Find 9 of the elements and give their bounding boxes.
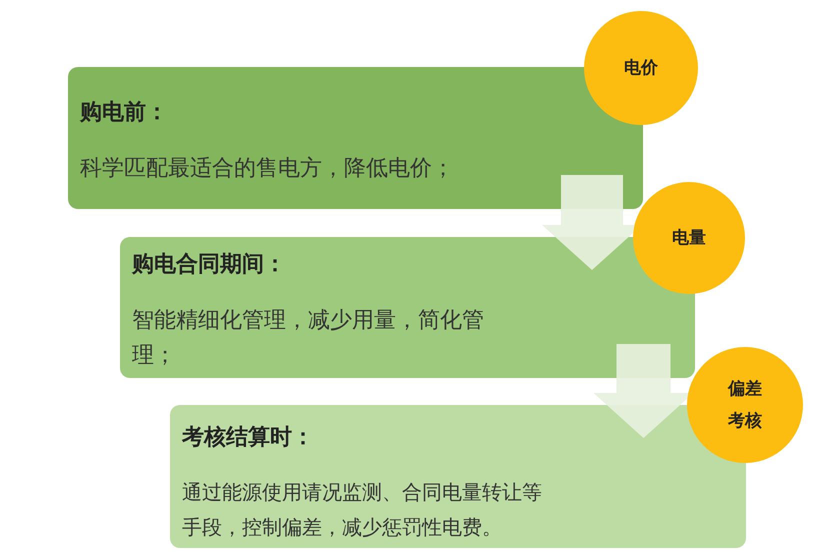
- stage-heading: 购电合同期间：: [132, 251, 286, 279]
- badge-label: 电价: [623, 56, 659, 80]
- badge-label: 电量: [671, 226, 707, 250]
- stage-heading: 购电前：: [80, 99, 168, 127]
- stage-description: 通过能源使用请况监测、合同电量转让等手段，控制偏差，减少惩罚性电费。: [182, 479, 543, 541]
- badge-label: 偏差考核: [727, 378, 763, 433]
- stage-heading: 考核结算时：: [182, 424, 314, 452]
- stage-description: 科学匹配最适合的售电方，降低电价；: [80, 155, 455, 183]
- stage-description: 智能精细化管理，减少用量，简化管理；: [132, 307, 485, 370]
